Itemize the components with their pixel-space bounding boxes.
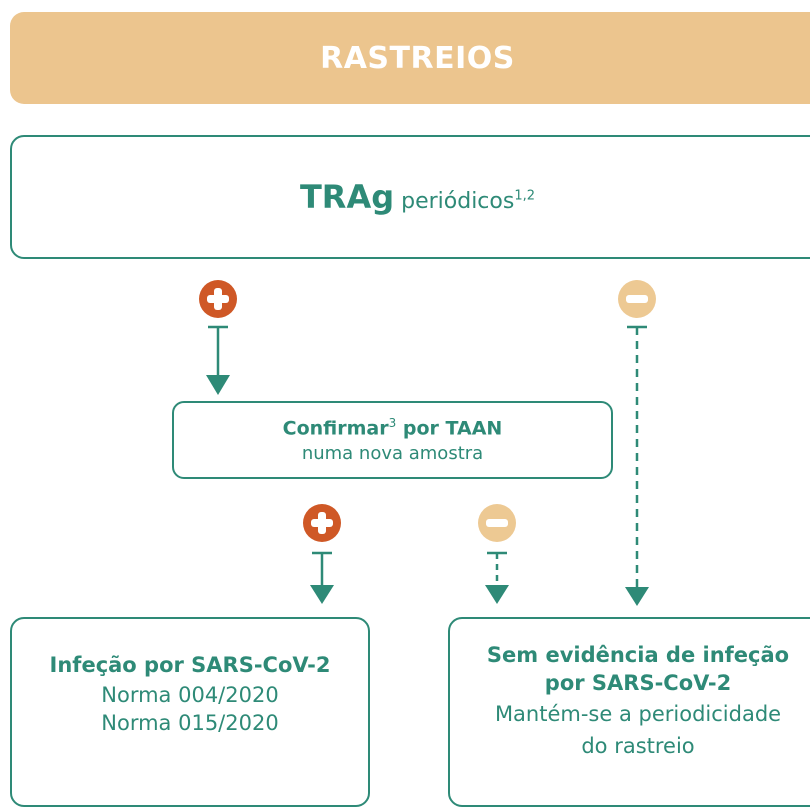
infection-title: Infeção por SARS-CoV-2 <box>49 653 331 677</box>
minus-circle-icon <box>618 280 656 318</box>
confirm-line-1: Confirmar3 por TAAN <box>283 416 503 439</box>
trag-text: periódicos <box>401 189 515 214</box>
trag-box: TRAg periódicos1,2 <box>10 135 810 259</box>
confirm-strong-b: por TAAN <box>402 417 503 440</box>
trag-line: TRAg periódicos1,2 <box>300 178 535 216</box>
no-evidence-body-2: do rastreio <box>581 734 695 758</box>
infection-box: Infeção por SARS-CoV-2 Norma 004/2020 No… <box>10 617 370 807</box>
no-evidence-body-1: Mantém-se a periodicidade <box>494 702 782 726</box>
confirm-line-2: numa nova amostra <box>301 442 484 464</box>
no-evidence-title-2: por SARS-CoV-2 <box>544 671 732 695</box>
infection-norm-2: Norma 015/2020 <box>101 711 279 735</box>
header-title: RASTREIOS <box>320 40 515 76</box>
plus-circle-icon <box>199 280 237 318</box>
confirm-sup: 3 <box>388 416 397 431</box>
trag-strong: TRAg <box>299 178 395 216</box>
plus-circle-icon <box>303 504 341 542</box>
arrowhead-confirm-positive <box>310 585 334 604</box>
arrowhead-trag-negative <box>625 587 649 606</box>
infection-norm-1: Norma 004/2020 <box>101 683 279 707</box>
header-banner: RASTREIOS <box>10 12 810 104</box>
minus-circle-icon <box>478 504 516 542</box>
arrowhead-trag-positive <box>206 375 230 395</box>
arrowhead-confirm-negative <box>485 585 509 604</box>
no-evidence-title-1: Sem evidência de infeção <box>486 643 790 667</box>
no-evidence-box: Sem evidência de infeção por SARS-CoV-2 … <box>448 617 810 807</box>
confirm-box: Confirmar3 por TAAN numa nova amostra <box>172 401 613 479</box>
connectors <box>206 325 649 606</box>
confirm-strong-a: Confirmar <box>282 417 389 440</box>
trag-sup: 1,2 <box>514 188 536 204</box>
